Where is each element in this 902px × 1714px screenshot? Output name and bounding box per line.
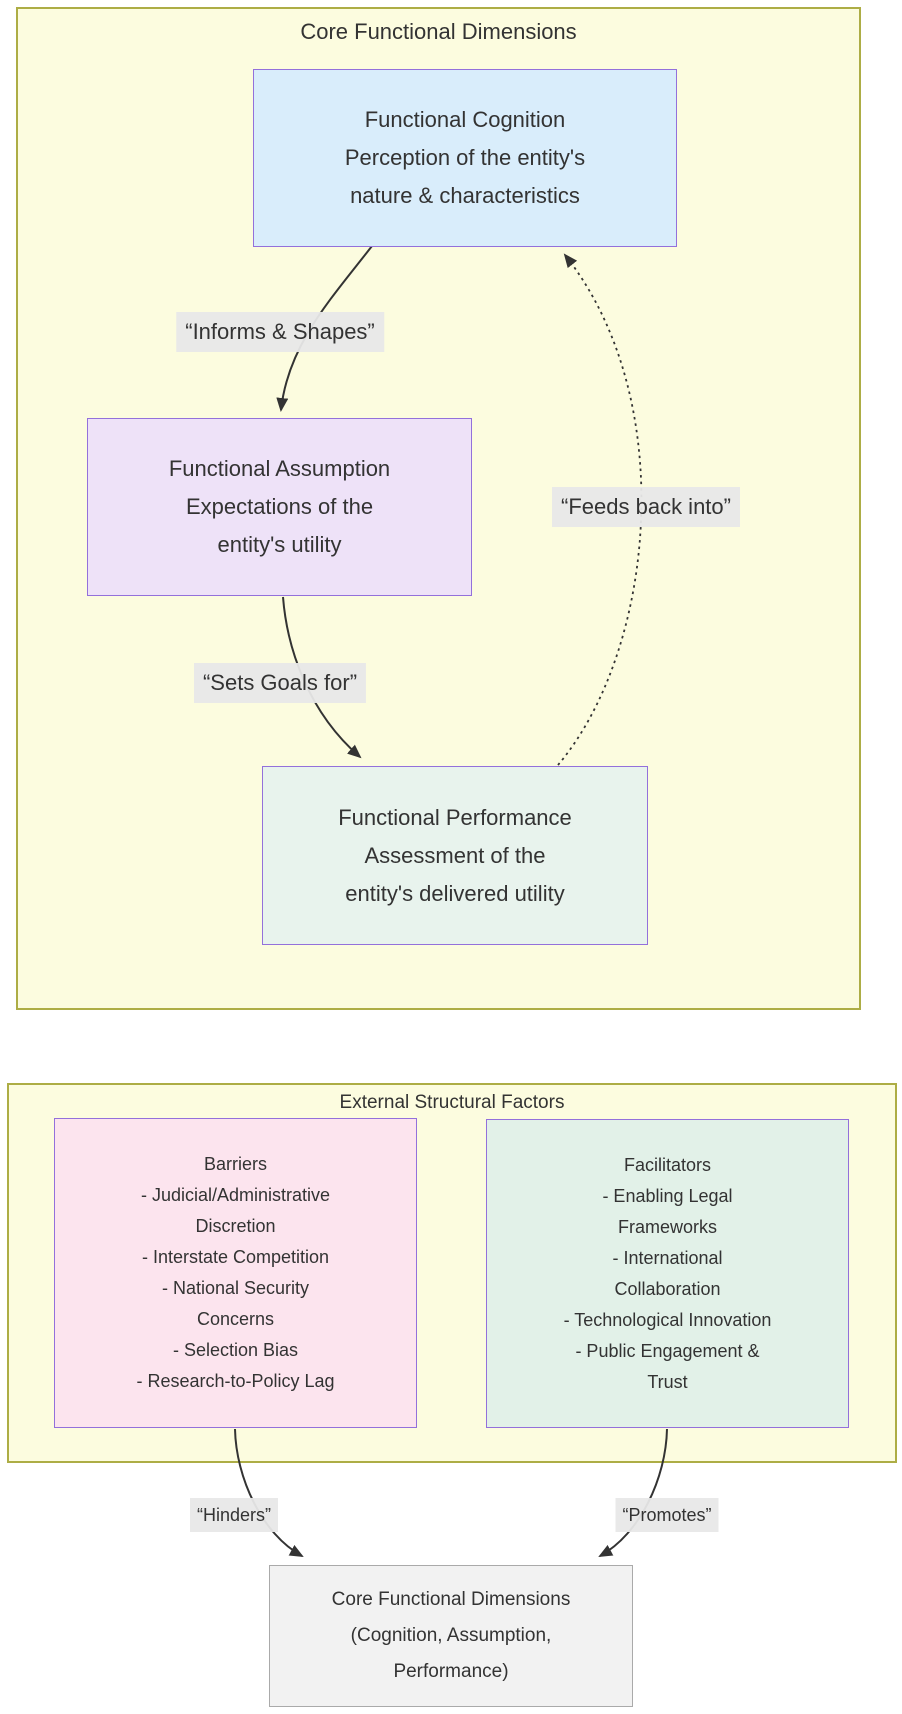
edge-label-promotes: “Promotes” bbox=[615, 1498, 719, 1532]
edge-label-informs-shapes: “Informs & Shapes” bbox=[176, 312, 384, 352]
node-line: Concerns bbox=[196, 1309, 275, 1329]
node-line: - Selection Bias bbox=[172, 1340, 299, 1360]
edge-label-hinders: “Hinders” bbox=[189, 1498, 279, 1532]
node-core-functional-dimensions-summary: Core Functional Dimensions (Cognition, A… bbox=[269, 1565, 633, 1707]
node-line: - Interstate Competition bbox=[141, 1247, 330, 1267]
core-container-title: Core Functional Dimensions bbox=[300, 19, 577, 44]
edge-label-feeds-back-into: “Feeds back into” bbox=[552, 487, 740, 527]
node-line: - National Security bbox=[161, 1278, 310, 1298]
node-line: Expectations of the bbox=[185, 494, 374, 519]
edge-hinders bbox=[234, 1428, 304, 1557]
node-line: Barriers bbox=[203, 1154, 267, 1174]
node-line: Collaboration bbox=[614, 1278, 721, 1299]
node-line: entity's utility bbox=[217, 532, 342, 557]
node-barriers: Barriers - Judicial/Administrative Discr… bbox=[54, 1118, 417, 1428]
node-facilitators: Facilitators - Enabling Legal Frameworks… bbox=[486, 1119, 849, 1428]
node-line: - Enabling Legal bbox=[602, 1185, 733, 1206]
node-line: Functional Performance bbox=[338, 804, 572, 830]
node-line: Assessment of the bbox=[364, 842, 546, 868]
node-line: Perception of the entity's bbox=[344, 145, 586, 170]
node-line: entity's delivered utility bbox=[345, 880, 565, 906]
node-line: nature & characteristics bbox=[350, 183, 580, 208]
node-line: - Research-to-Policy Lag bbox=[136, 1371, 335, 1391]
edge-promotes bbox=[598, 1428, 668, 1557]
node-line: - Public Engagement & bbox=[575, 1340, 760, 1361]
node-line: - Technological Innovation bbox=[563, 1309, 772, 1330]
node-line: Facilitators bbox=[623, 1154, 712, 1175]
node-functional-cognition: Functional Cognition Perception of the e… bbox=[253, 69, 677, 247]
node-line: - International bbox=[612, 1247, 723, 1268]
node-line: Discretion bbox=[195, 1216, 276, 1236]
node-line: - Judicial/Administrative bbox=[140, 1185, 331, 1205]
node-functional-assumption: Functional Assumption Expectations of th… bbox=[87, 418, 472, 596]
edge-label-sets-goals-for: “Sets Goals for” bbox=[193, 663, 367, 703]
node-line: Core Functional Dimensions bbox=[331, 1589, 571, 1610]
node-line: Trust bbox=[647, 1371, 688, 1392]
external-container-title: External Structural Factors bbox=[339, 1092, 565, 1113]
node-functional-performance: Functional Performance Assessment of the… bbox=[262, 766, 648, 945]
node-line: Functional Assumption bbox=[168, 456, 391, 481]
node-line: Performance) bbox=[393, 1661, 509, 1682]
node-line: Functional Cognition bbox=[364, 107, 566, 132]
node-line: Frameworks bbox=[617, 1216, 717, 1237]
node-line: (Cognition, Assumption, bbox=[350, 1625, 552, 1646]
